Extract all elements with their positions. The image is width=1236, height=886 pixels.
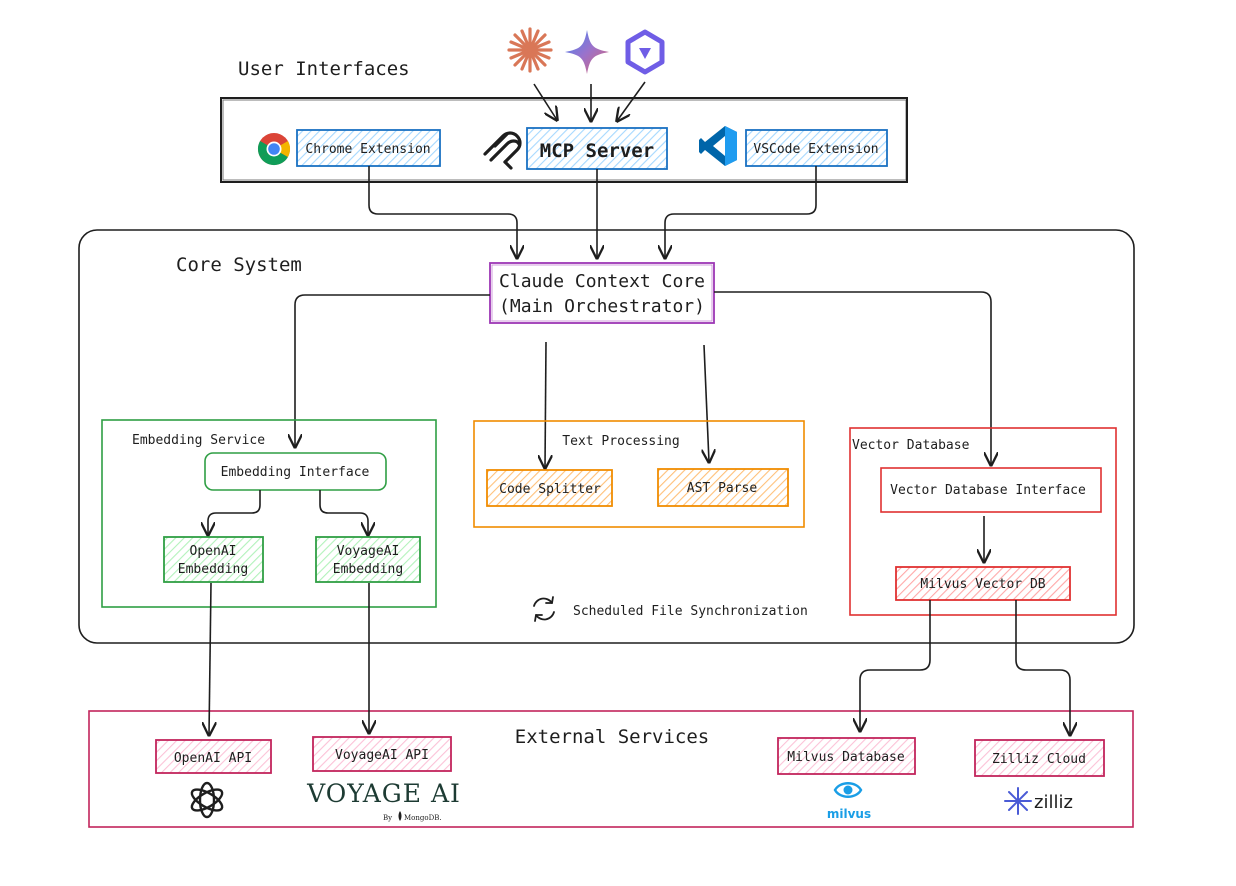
user-interfaces-section: User Interfaces bbox=[220, 58, 908, 183]
openai-embedding-box[interactable]: OpenAI Embedding bbox=[163, 536, 264, 583]
voyage-mongodb-label: MongoDB. bbox=[404, 814, 442, 822]
core-to-splitter-arrow bbox=[545, 341, 546, 468]
voyage-embedding-label-2: Embedding bbox=[333, 562, 403, 577]
vscode-icon bbox=[699, 126, 737, 166]
vscode-to-core-arrow bbox=[665, 166, 817, 258]
external-services-section: External Services bbox=[88, 710, 1134, 828]
openai-embedding-label-2: Embedding bbox=[178, 562, 248, 577]
interface-to-voyage-arrow bbox=[319, 490, 368, 535]
vector-db-interface-label: Vector Database Interface bbox=[890, 483, 1086, 498]
embedding-interface-label: Embedding Interface bbox=[221, 465, 370, 480]
vscode-extension-box[interactable]: VSCode Extension bbox=[745, 129, 888, 167]
code-splitter-box[interactable]: Code Splitter bbox=[486, 469, 613, 507]
vector-database-title: Vector Database bbox=[852, 438, 970, 453]
core-system-section: Core System bbox=[78, 229, 1135, 644]
text-processing-container bbox=[473, 420, 805, 528]
milvus-eye-icon bbox=[833, 782, 863, 798]
core-to-embedding-arrow bbox=[295, 294, 490, 447]
milvus-logo: milvus bbox=[827, 782, 871, 821]
openai-api-box[interactable]: OpenAI API bbox=[155, 739, 272, 774]
claude-to-mcp-arrow bbox=[533, 83, 557, 120]
external-services-title: External Services bbox=[515, 726, 709, 748]
openai-api-label: OpenAI API bbox=[174, 751, 252, 766]
vector-database-container bbox=[849, 427, 1117, 616]
interface-to-openai-arrow bbox=[208, 490, 261, 535]
openai-embedding-label-1: OpenAI bbox=[190, 544, 237, 559]
qwen-to-mcp-arrow bbox=[617, 81, 646, 121]
ast-parse-box[interactable]: AST Parse bbox=[657, 468, 789, 507]
zilliz-star-icon bbox=[1004, 787, 1032, 815]
zilliz-wordmark: zilliz bbox=[1034, 792, 1073, 813]
mcp-logo-icon bbox=[483, 131, 522, 170]
context-core-title: Claude Context Core bbox=[499, 271, 705, 292]
chrome-icon bbox=[257, 133, 291, 166]
gemini-logo-icon bbox=[565, 30, 609, 74]
voyage-ai-wordmark: VOYAGE AI bbox=[306, 779, 461, 808]
sync-icon bbox=[533, 596, 555, 622]
mcp-server-box[interactable]: MCP Server bbox=[526, 127, 668, 170]
chrome-extension-box[interactable]: Chrome Extension bbox=[296, 129, 441, 167]
milvus-vector-db-box[interactable]: Milvus Vector DB bbox=[895, 566, 1071, 601]
external-services-container bbox=[88, 710, 1134, 828]
zilliz-logo: zilliz bbox=[1004, 787, 1073, 815]
milvus-to-zilliz-arrow bbox=[1015, 600, 1070, 735]
milvus-wordmark: milvus bbox=[827, 807, 871, 821]
voyage-ai-logo: VOYAGE AI By MongoDB. bbox=[306, 779, 461, 822]
chrome-extension-label: Chrome Extension bbox=[305, 142, 430, 157]
text-processing-title: Text Processing bbox=[562, 434, 679, 449]
milvus-to-database-arrow bbox=[860, 600, 931, 731]
voyage-by-label: By bbox=[383, 814, 392, 822]
openai-embedding-to-api-arrow bbox=[209, 582, 211, 735]
claude-logo-icon bbox=[507, 27, 553, 73]
code-splitter-label: Code Splitter bbox=[499, 482, 601, 497]
ast-parse-label: AST Parse bbox=[687, 481, 758, 496]
sync-label: Scheduled File Synchronization bbox=[573, 604, 808, 619]
text-processing-section: Text Processing bbox=[473, 420, 805, 528]
vector-db-interface-box[interactable]: Vector Database Interface bbox=[880, 467, 1102, 513]
embedding-service-title: Embedding Service bbox=[132, 433, 265, 448]
mongodb-leaf-icon bbox=[398, 811, 402, 821]
milvus-database-box[interactable]: Milvus Database bbox=[777, 737, 916, 775]
zilliz-cloud-label: Zilliz Cloud bbox=[992, 752, 1086, 767]
user-interfaces-container bbox=[220, 97, 908, 183]
voyage-api-box[interactable]: VoyageAI API bbox=[312, 736, 452, 772]
voyage-embedding-label-1: VoyageAI bbox=[337, 544, 400, 559]
embedding-service-section: Embedding Service bbox=[101, 419, 437, 608]
core-to-vectordb-arrow bbox=[714, 291, 991, 465]
voyage-api-label: VoyageAI API bbox=[335, 748, 429, 763]
vector-database-section: Vector Database bbox=[849, 427, 1117, 616]
context-core-subtitle: (Main Orchestrator) bbox=[499, 296, 705, 317]
core-system-title: Core System bbox=[176, 254, 302, 276]
embedding-interface-box[interactable]: Embedding Interface bbox=[204, 452, 387, 491]
zilliz-cloud-box[interactable]: Zilliz Cloud bbox=[974, 739, 1105, 777]
voyage-embedding-box[interactable]: VoyageAI Embedding bbox=[315, 536, 421, 583]
milvus-database-label: Milvus Database bbox=[787, 750, 905, 765]
core-to-ast-arrow bbox=[704, 344, 709, 462]
chrome-to-core-arrow bbox=[368, 166, 517, 258]
qwen-logo-icon bbox=[625, 29, 665, 75]
vscode-extension-label: VSCode Extension bbox=[753, 142, 878, 157]
milvus-vector-db-label: Milvus Vector DB bbox=[920, 577, 1045, 592]
embedding-service-container bbox=[101, 419, 437, 608]
mcp-server-label: MCP Server bbox=[540, 140, 654, 162]
context-core-box[interactable]: Claude Context Core (Main Orchestrator) bbox=[489, 262, 715, 324]
user-interfaces-title: User Interfaces bbox=[238, 58, 410, 80]
openai-logo-icon bbox=[190, 781, 224, 819]
core-system-container bbox=[78, 229, 1135, 644]
